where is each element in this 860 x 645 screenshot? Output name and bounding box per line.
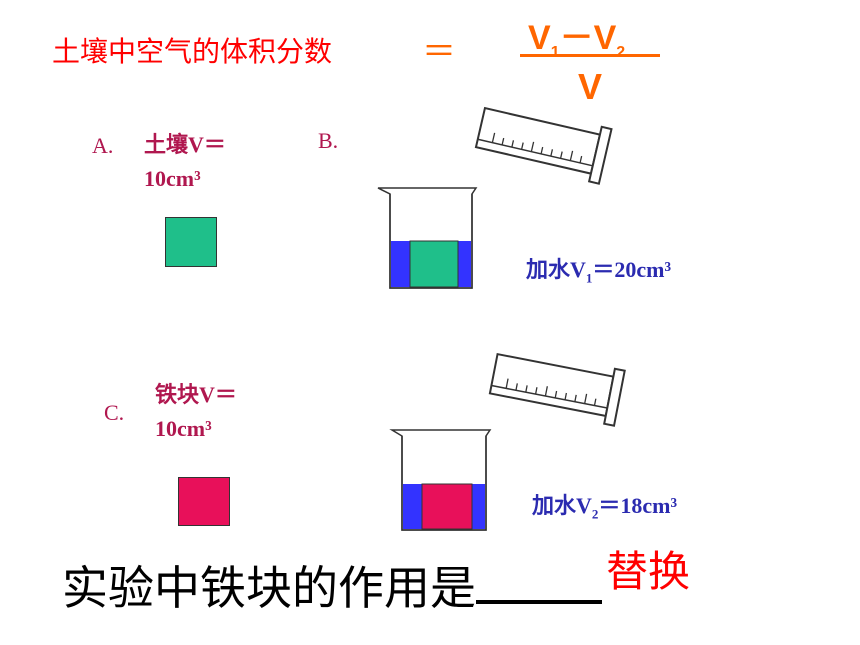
water-value-c: ＝18cm³: [598, 493, 678, 518]
step-b-letter: B.: [318, 128, 339, 153]
measuring-cylinder-c-icon: [488, 352, 626, 427]
step-c-line2: 10cm³: [155, 416, 212, 441]
formula-equals: ＝: [422, 32, 456, 72]
water-sub-c: 2: [591, 506, 599, 522]
step-a-line2: 10cm³: [144, 166, 201, 191]
measuring-cylinder-b-icon: [474, 106, 613, 185]
numerator-sub2: 2: [616, 43, 626, 61]
water-sub-b: 1: [585, 270, 593, 286]
beaker-c-icon: [389, 429, 492, 531]
numerator-v1: V: [528, 19, 551, 57]
formula-numerator: V1－V2: [528, 10, 625, 62]
step-c-line1: 铁块V＝: [155, 382, 237, 407]
question-line: 实验中铁块的作用是: [62, 552, 602, 618]
step-a-letter: A.: [92, 133, 114, 158]
water-value-b: ＝20cm³: [592, 257, 672, 282]
step-b-water-label: 加水V1＝20cm³: [526, 252, 671, 286]
numerator-v2: V: [593, 19, 617, 57]
step-a-line1: 土壤V＝: [144, 132, 226, 157]
question-text: 实验中铁块的作用是: [62, 561, 476, 615]
formula-denominator: V: [578, 66, 603, 107]
water-prefix-b: 加水V: [526, 257, 586, 282]
fraction-line: [520, 54, 660, 57]
numerator-minus: －: [559, 19, 594, 57]
numerator-sub1: 1: [550, 43, 560, 61]
step-c-letter: C.: [104, 400, 125, 425]
answer-text: 替换: [606, 547, 691, 596]
iron-block: [178, 477, 230, 526]
step-c-water-label: 加水V2＝18cm³: [532, 488, 677, 522]
water-prefix-c: 加水V: [532, 493, 592, 518]
answer-blank: [476, 560, 602, 604]
soil-sample-block: [165, 217, 217, 267]
formula-text: 土壤中空气的体积分数: [52, 35, 333, 68]
beaker-b-icon: [377, 187, 478, 289]
